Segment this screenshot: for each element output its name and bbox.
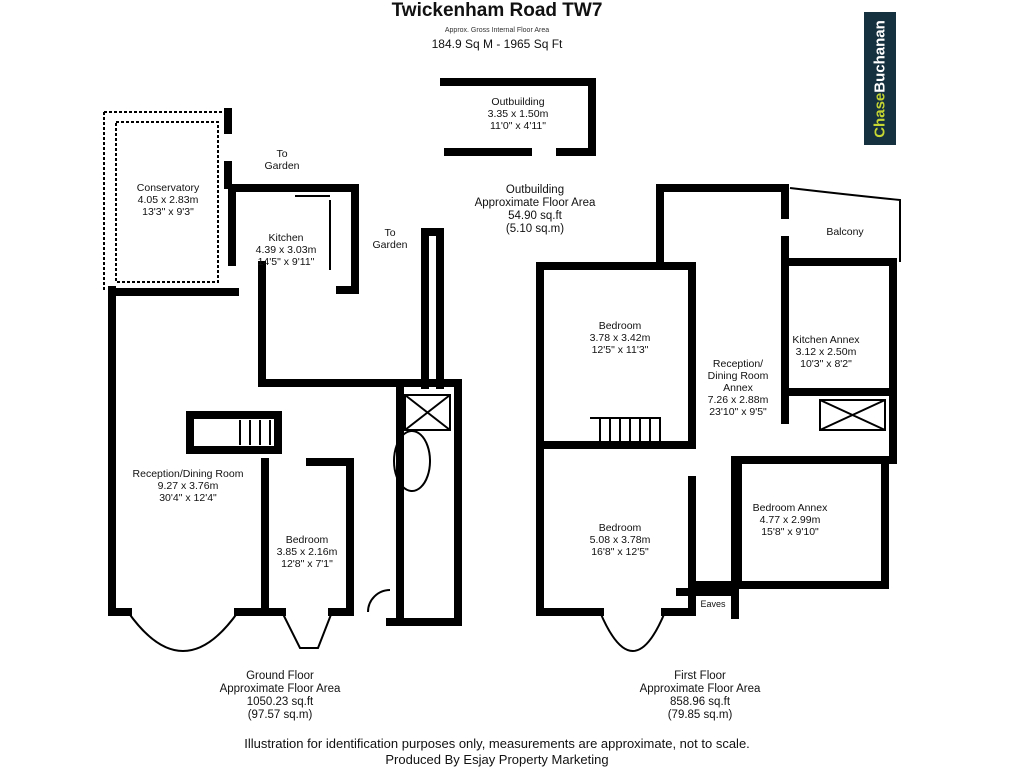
kitchen-walls [228,184,359,384]
area-subtitle: Approx. Gross Internal Floor Area [444,27,550,34]
stairs [239,420,271,445]
conservatory-glazing [103,111,222,290]
page-title: Twickenham Road TW7 [391,0,603,21]
logo-text-part2: Buchanan [871,19,889,93]
kitchen-units [295,195,331,270]
entry-door [367,589,391,613]
producer-credit: Produced By Esjay Property Marketing [385,752,609,767]
eaves-box [676,588,739,619]
total-area: 184.9 Sq M - 1965 Sq Ft [431,37,563,51]
balcony-label: Balcony [826,226,864,238]
shower [404,394,451,431]
first-floor-stairs [590,417,661,444]
first-floor-outer-walls [536,184,897,616]
bath [393,430,431,492]
logo-text-part1: Chase [871,92,889,138]
eaves-label: Eaves [700,599,726,609]
outbuilding-walls [440,78,596,156]
annex-shower [819,399,886,431]
first-floor-internal-walls [536,258,894,589]
reception-bay [127,611,239,652]
disclaimer: Illustration for identification purposes… [244,736,750,751]
chase-buchanan-logo: ChaseBuchanan [864,12,896,145]
first-floor-bay [599,611,666,652]
bedroom-bay [281,611,333,649]
ground-floor-internal-walls [108,288,462,626]
ground-floor-outer-walls [108,228,462,626]
balcony-outline [789,187,901,262]
